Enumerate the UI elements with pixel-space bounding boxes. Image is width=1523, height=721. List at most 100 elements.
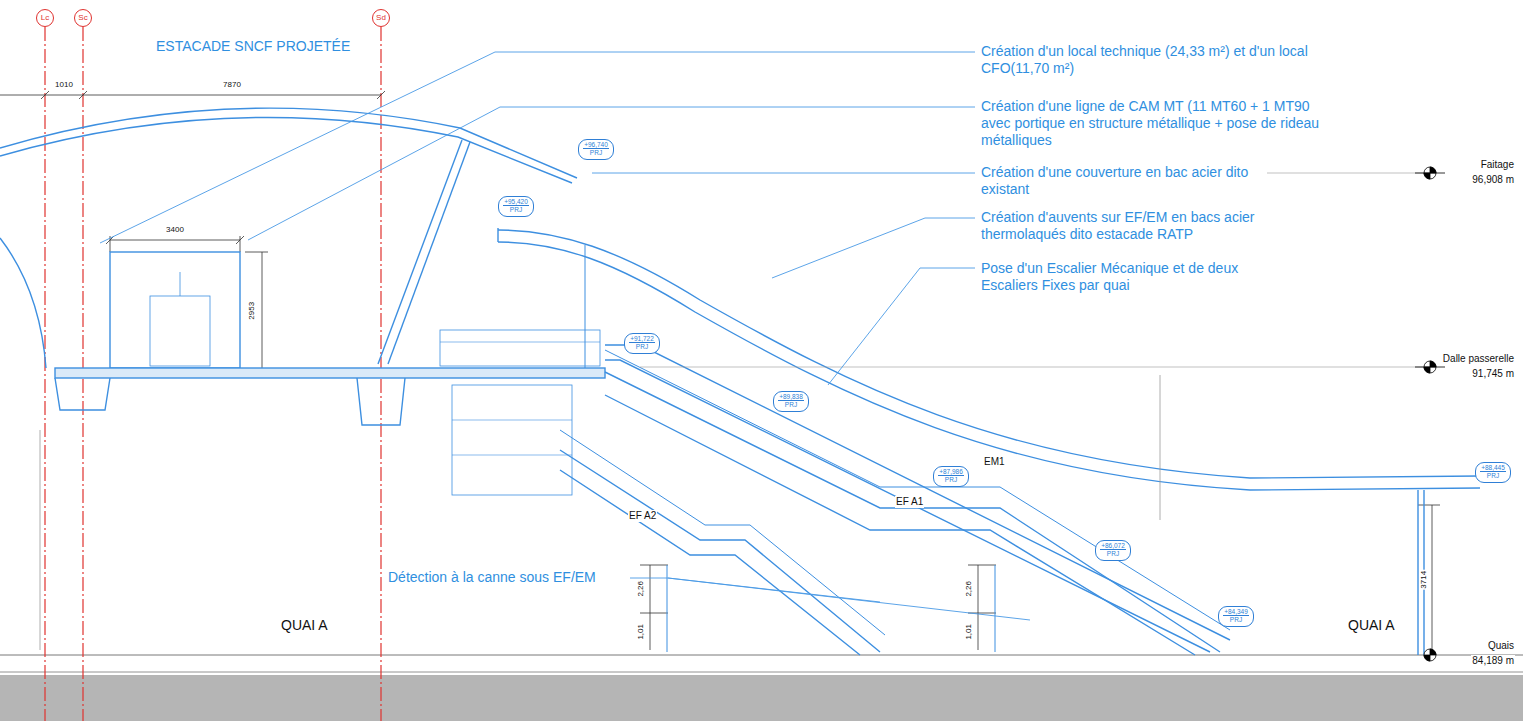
drawing-label: EM1 [983, 456, 1006, 468]
stair-outline [560, 450, 880, 652]
equipment [180, 272, 181, 296]
elevation-tag: +86,072PRJ [1095, 540, 1131, 561]
node-note: PRJ [503, 205, 529, 213]
dimension-tick [79, 91, 87, 99]
drawing-label: 91,745 m [1471, 368, 1515, 380]
canopy-hanger [585, 245, 586, 368]
elevation-tag: +88,445PRJ [1475, 462, 1511, 483]
elevation-tag: +95,420PRJ [498, 196, 534, 217]
drawing-label: 3400 [165, 225, 185, 235]
ground-band [0, 675, 1523, 721]
stair-handrail [560, 430, 885, 635]
callout-text: Création d'auvents sur EF/EM en bacs aci… [980, 209, 1312, 243]
node-value: +86,072 [1100, 542, 1126, 549]
node-note: PRJ [629, 342, 655, 350]
drawing-label: 1,01 [964, 623, 974, 641]
stair-outline [605, 395, 1195, 655]
level-marker [1424, 649, 1436, 661]
stair-outline [605, 372, 1220, 652]
leader-line [668, 578, 1030, 620]
drawing-label: 96,908 m [1471, 174, 1515, 186]
grid-bubble: Sc [74, 9, 92, 27]
technical-room [110, 252, 240, 368]
node-note: PRJ [1480, 471, 1506, 479]
node-note: PRJ [583, 148, 609, 156]
stair-structure [452, 385, 572, 495]
leader-line [592, 173, 975, 174]
drawing-label: EF A2 [628, 510, 657, 522]
drawing-label: Faitage [1480, 159, 1515, 171]
platform-edge [0, 672, 1523, 673]
node-value: +88,445 [1480, 464, 1506, 471]
leader-line [772, 218, 975, 278]
roof-strut [388, 142, 470, 364]
level-line [640, 367, 1424, 368]
existing-arch [0, 238, 46, 368]
dimension-tick [236, 236, 244, 244]
extension-line [640, 613, 668, 614]
extension-line [240, 236, 241, 252]
slab-railing [440, 330, 600, 366]
grid-bubble: Lc [36, 9, 54, 27]
grid-line [44, 27, 45, 721]
level-lines [640, 173, 1424, 367]
stair-outline [560, 470, 860, 655]
dimension-line [262, 252, 263, 370]
node-note: PRJ [1223, 615, 1249, 623]
leader-lines [100, 52, 1030, 620]
elevation-tag: +87,986PRJ [933, 466, 969, 487]
node-value: +87,986 [938, 468, 964, 475]
drawing-label: 1,01 [636, 623, 646, 641]
drawing-label: EF A1 [895, 496, 924, 508]
node-note: PRJ [778, 400, 804, 408]
node-note: PRJ [938, 475, 964, 483]
roof-inner [0, 117, 572, 183]
stair-handrail [605, 350, 1230, 630]
drawing-label: 2,26 [636, 580, 646, 598]
callout-text: Création d'un local technique (24,33 m²)… [980, 43, 1312, 77]
slab-beam [55, 378, 110, 410]
level-marker [1424, 649, 1436, 661]
extension-line [245, 252, 268, 253]
dimension-tick [41, 91, 49, 99]
canopy-outer [498, 230, 1480, 478]
node-value: Lc [41, 13, 49, 22]
dimension-lines [0, 91, 1440, 655]
level-markers [1415, 167, 1445, 661]
extension-line [1418, 505, 1440, 506]
existing-post [40, 430, 41, 650]
extension-line [968, 565, 996, 566]
elevation-tag: +89,838PRJ [773, 391, 809, 412]
node-value: +84,349 [1223, 608, 1249, 615]
roof-outer [0, 108, 577, 178]
callout-text: Pose d'un Escalier Mécanique et de deux … [980, 260, 1282, 294]
node-value: +91,722 [629, 335, 655, 342]
stair-structure [452, 455, 572, 456]
dimension-line [0, 95, 381, 96]
drawing-label: 2953 [247, 301, 257, 321]
elevation-tag: +96,740PRJ [578, 139, 614, 160]
escalator-outline [605, 345, 1230, 640]
dimension-line [1432, 505, 1433, 655]
node-value: Sd [376, 13, 386, 22]
node-note: PRJ [1100, 549, 1126, 557]
grid-bubble: Sd [372, 9, 390, 27]
elevation-tag: +91,722PRJ [624, 333, 660, 354]
drawing-label: 84,189 m [1471, 655, 1515, 667]
platform-ground [0, 655, 1523, 721]
drawing-label: 7870 [222, 80, 242, 90]
level-marker [1415, 173, 1445, 174]
drawing-label: Dalle passerelle [1442, 353, 1515, 365]
dimension-line [110, 240, 240, 241]
slab-pier [357, 378, 405, 425]
platform-line [0, 655, 1523, 656]
level-marker [1415, 367, 1445, 368]
detection-cane [995, 565, 996, 652]
slab-railing [440, 342, 600, 343]
leader-line [828, 268, 975, 385]
callout-text: Détection à la canne sous EF/EM [387, 569, 597, 586]
dimension-line [978, 565, 979, 650]
node-value: Sc [78, 13, 87, 22]
stair-structure [452, 420, 572, 421]
